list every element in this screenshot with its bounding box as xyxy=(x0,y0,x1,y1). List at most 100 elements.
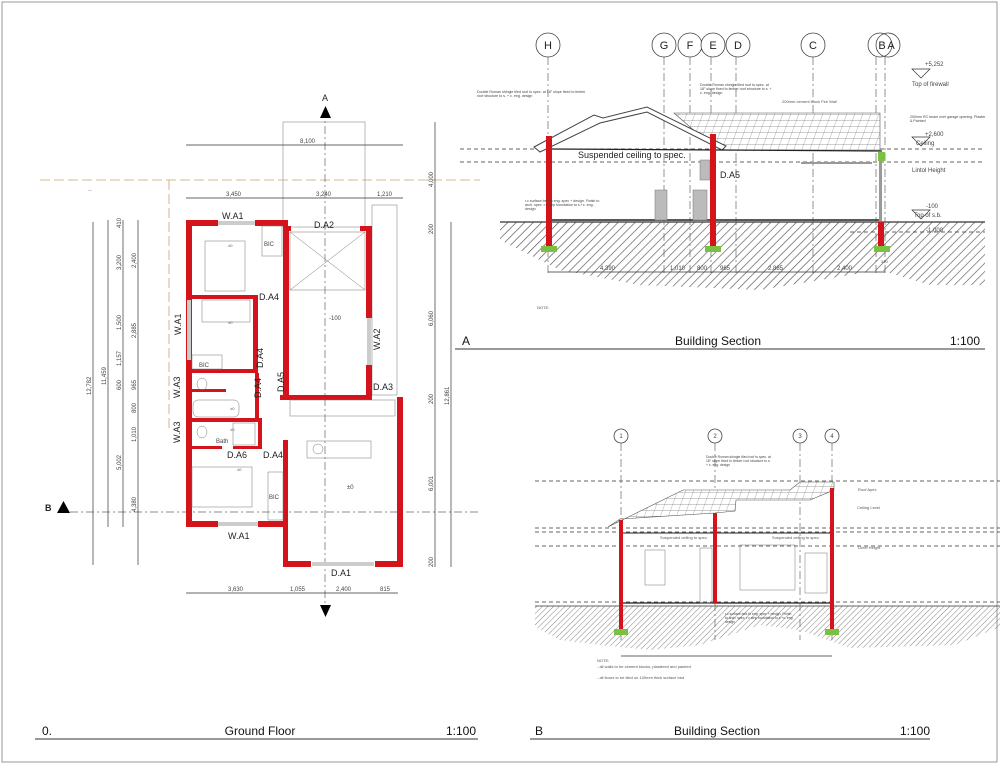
grid-label: C xyxy=(809,40,817,52)
dim-label: 3,450 xyxy=(226,192,242,198)
tiled-roof xyxy=(607,481,835,528)
bic-label: BIC xyxy=(199,363,210,369)
section-a-arrow-bottom xyxy=(320,605,331,617)
dim-label: 200 xyxy=(429,223,435,234)
section-b-arrow xyxy=(57,501,70,513)
building-section-a: H G F E D C B A +5,252 xyxy=(455,32,985,350)
drawing-title: Ground Floor xyxy=(225,724,296,738)
appliance xyxy=(654,189,668,221)
level-value: +5,252 xyxy=(925,62,944,68)
drawing-number: A xyxy=(462,334,470,348)
dim-label: 2,400 xyxy=(837,266,853,272)
note-title: NOTE: xyxy=(597,658,609,663)
grid-label: F xyxy=(687,40,694,52)
ceiling-note: Suspended ceiling to spec. xyxy=(772,535,820,540)
firewall-note: 200mm cement block Fire Wall xyxy=(782,99,837,104)
dim-label: 1,500 xyxy=(117,314,123,330)
footing xyxy=(614,629,628,635)
dim-label: 3,240 xyxy=(316,192,332,198)
cabinet xyxy=(699,159,711,181)
door-tag: D.A5 xyxy=(276,372,286,392)
drawing-scale: 1:100 xyxy=(900,724,930,738)
window-elevation xyxy=(644,549,666,586)
drawing-title: Building Section xyxy=(674,724,760,738)
dim-label: 965 xyxy=(132,379,138,390)
footing xyxy=(874,246,890,252)
window-tag: W.A2 xyxy=(372,328,382,350)
building-section-b: 1 2 3 4 Roof Apex Ceiling Level Lintel H… xyxy=(530,428,1000,740)
level-label: ±0 xyxy=(228,320,233,325)
window-tag: W.A3 xyxy=(172,376,182,398)
grid-lines xyxy=(547,57,886,275)
grid-label: G xyxy=(660,40,669,52)
dim-label: 815 xyxy=(380,587,391,593)
furniture xyxy=(191,225,396,521)
grid-label: 1 xyxy=(619,434,623,440)
level-marker xyxy=(911,68,931,79)
grid-label: A xyxy=(887,40,895,52)
level-value: +2,600 xyxy=(925,132,944,138)
grid-label: E xyxy=(709,40,716,52)
footing xyxy=(705,246,721,252)
dim-label: 1,010 xyxy=(132,426,138,442)
wall-section xyxy=(878,222,884,248)
dim-label: 2,885 xyxy=(132,322,138,338)
dim-label: 200 xyxy=(429,393,435,404)
dim-label: 2,400 xyxy=(132,252,138,268)
slab-note: r.c surface bed to eng. spec + design. F… xyxy=(725,612,794,624)
level-value: -1,000 xyxy=(926,228,944,234)
section-b-marker: B xyxy=(45,503,52,513)
dim-label: 4,390 xyxy=(600,266,616,272)
level-name: Ceiling xyxy=(916,141,934,147)
note-line: - all floors to be tiled on 100mm thick … xyxy=(597,675,684,680)
grid-label: 2 xyxy=(713,434,717,440)
ceiling-note: Suspended ceiling to spec. xyxy=(660,535,708,540)
dim-label: 800 xyxy=(132,402,138,413)
wall-section xyxy=(619,520,623,630)
dim-label: 200 xyxy=(429,556,435,567)
footing xyxy=(825,629,839,635)
door-tag: D.A4 xyxy=(255,348,265,368)
roof-note: Double Roman shingle tiled roof to spec.… xyxy=(706,455,771,467)
level-label: -100 xyxy=(329,316,342,322)
grid-label: 3 xyxy=(798,434,802,440)
pitched-roof xyxy=(533,106,727,153)
dim-label: 965 xyxy=(720,266,731,272)
wall-section xyxy=(546,136,552,248)
door-tag: D.A4 xyxy=(263,450,283,460)
door-tag: D.A4 xyxy=(253,378,263,398)
door-tag: D.A4 xyxy=(259,292,279,302)
dim-label: 1,157 xyxy=(117,350,123,366)
dim-label: 2,885 xyxy=(768,266,784,272)
level-name: Top of s.b. xyxy=(914,213,942,219)
dim-label: 3,200 xyxy=(117,254,123,270)
drawing-title: Building Section xyxy=(675,334,761,348)
dim-label: 12,861 xyxy=(445,386,451,405)
level-name: Lintel Height xyxy=(858,545,881,550)
wall-section xyxy=(710,134,716,248)
dim-label: 1,055 xyxy=(290,587,306,593)
level-label: ±0 xyxy=(230,406,235,411)
dim-label: 8,100 xyxy=(300,139,316,145)
level-marker xyxy=(911,209,931,220)
drawing-scale: 1:100 xyxy=(446,724,476,738)
bic-label: BIC xyxy=(269,495,280,501)
garage-column xyxy=(879,161,882,221)
wall-section xyxy=(830,488,834,630)
roof-note: Double Roman shingle tiled roof to spec.… xyxy=(477,90,586,98)
walls xyxy=(186,220,403,567)
grid-bubbles: H G F E D C B A xyxy=(535,32,901,58)
level-name: Top of firewall xyxy=(912,82,949,88)
side-path xyxy=(371,204,398,396)
ground-floor-plan: — A B xyxy=(35,93,480,740)
level-name: Roof Apex xyxy=(858,487,876,492)
grid-label: 4 xyxy=(830,434,834,440)
dim-label: 1,010 xyxy=(670,266,686,272)
level-label: ±0 xyxy=(230,427,235,432)
door-tag: D.A5 xyxy=(720,170,740,180)
drawing-number: 0. xyxy=(42,724,52,738)
room-label-bath: Bath xyxy=(216,439,228,445)
door-tag: D.A1 xyxy=(331,568,351,578)
dim-label: 6,060 xyxy=(429,310,435,326)
